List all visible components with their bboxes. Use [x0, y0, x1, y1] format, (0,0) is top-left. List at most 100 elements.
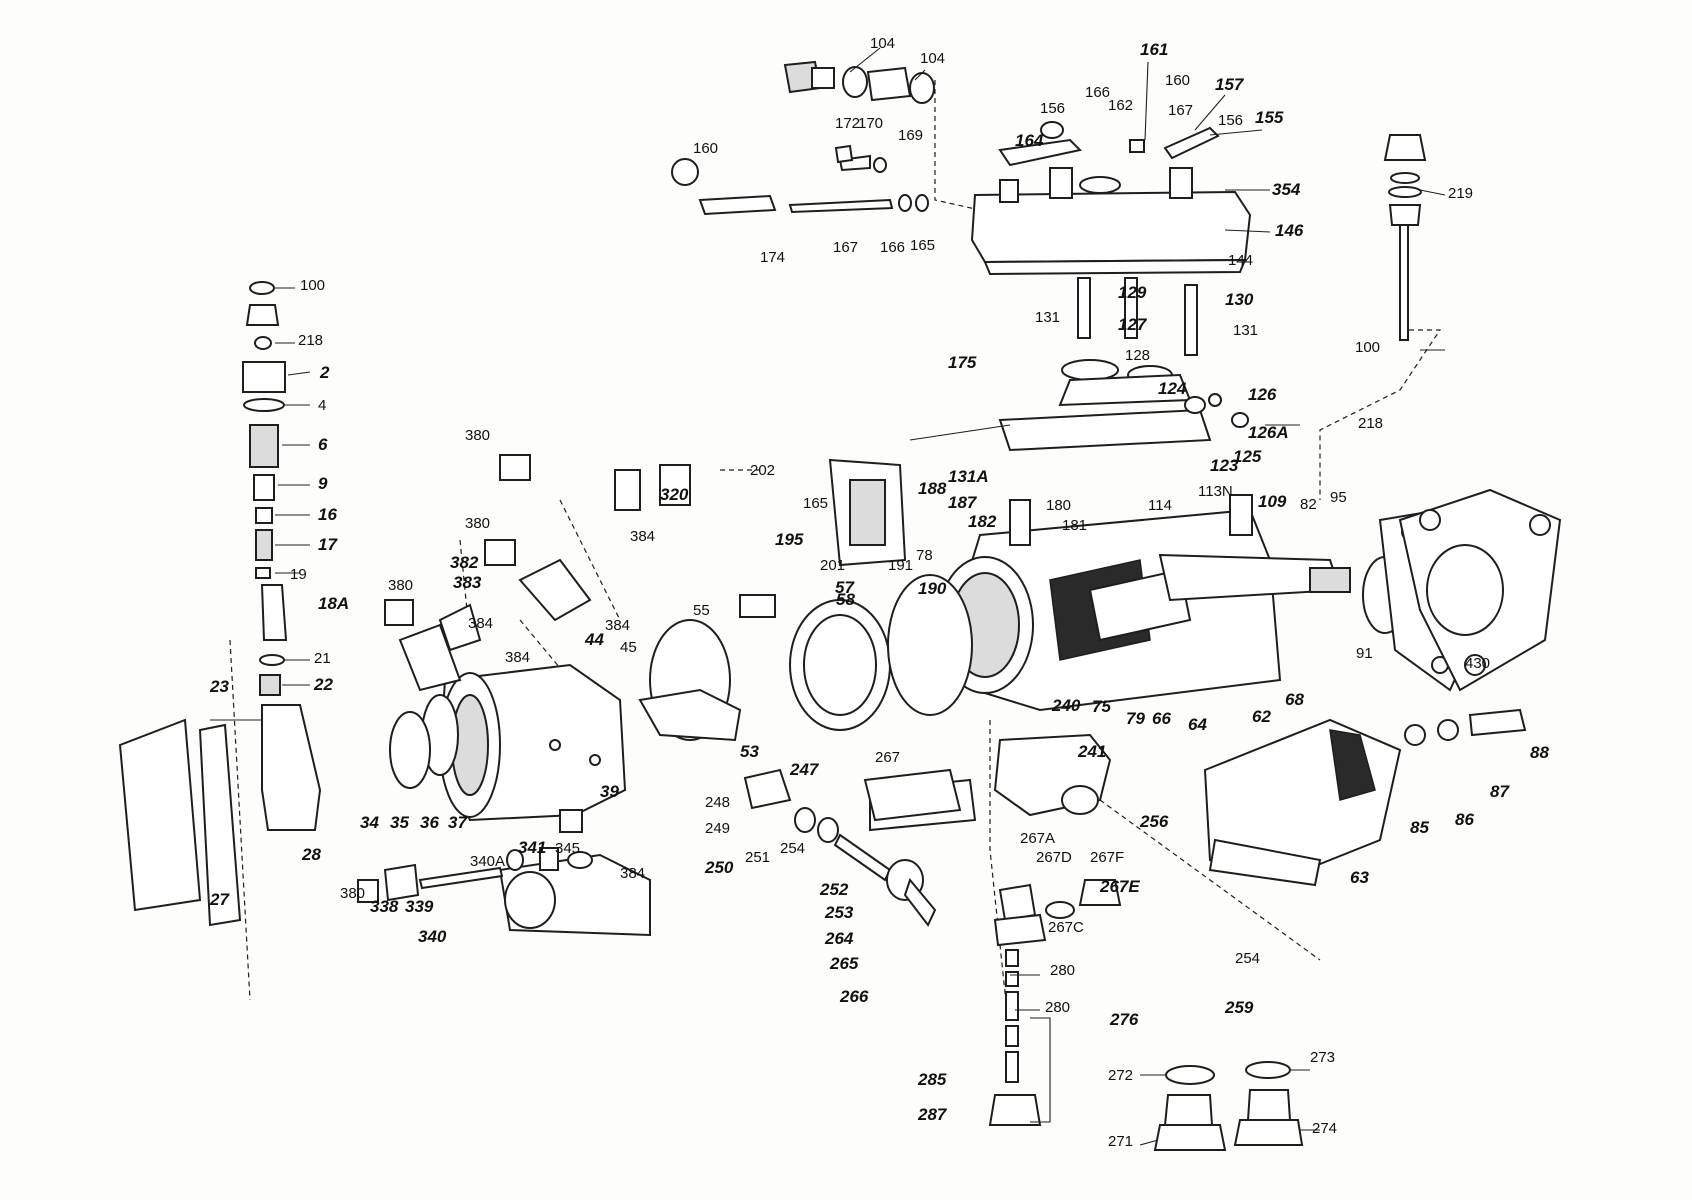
part-label: 384 [505, 649, 530, 666]
part-label: 126 [1248, 385, 1277, 404]
part-label: 155 [1255, 108, 1284, 127]
part-label: 156 [1040, 100, 1065, 117]
part-label: 384 [468, 615, 493, 632]
part-label: 267A [1020, 830, 1055, 847]
part-label: 267 [875, 749, 900, 766]
part-label: 104 [920, 50, 945, 67]
part-label: 104 [870, 35, 895, 52]
part-label: 191 [888, 557, 913, 574]
part-label: 166 [880, 239, 905, 256]
part-label: 2 [319, 363, 330, 382]
part-label: 218 [1358, 415, 1383, 432]
part-label: 34 [360, 813, 379, 832]
part-label: 100 [300, 277, 325, 294]
part-label: 165 [910, 237, 935, 254]
part-label: 146 [1275, 221, 1304, 240]
part-label: 382 [450, 553, 479, 572]
part-label: 380 [465, 427, 490, 444]
metering-valve [743, 768, 937, 927]
part-label: 201 [820, 557, 845, 574]
part-label: 430 [1465, 655, 1490, 672]
part-label: 174 [760, 249, 785, 266]
part-label: 16 [318, 505, 337, 524]
stop-lever-screw [1383, 134, 1427, 341]
part-label: 82 [1300, 496, 1317, 513]
throttle-shaft [671, 144, 929, 216]
part-label: 95 [1330, 489, 1347, 506]
part-label: 35 [390, 813, 409, 832]
part-label: 250 [704, 858, 734, 877]
part-label: 248 [705, 794, 730, 811]
part-label: 68 [1285, 690, 1304, 709]
part-label: 380 [465, 515, 490, 532]
part-label: 182 [968, 512, 997, 531]
part-label: 383 [453, 573, 482, 592]
part-label: 247 [789, 760, 820, 779]
part-label: 22 [313, 675, 333, 694]
part-label: 338 [370, 897, 399, 916]
part-label: 160 [1165, 72, 1190, 89]
part-label: 259 [1224, 998, 1254, 1017]
part-label: 172 [835, 115, 860, 132]
part-label: 175 [948, 353, 977, 372]
part-label: 267D [1036, 849, 1072, 866]
part-label: 62 [1252, 707, 1271, 726]
part-label: 21 [314, 650, 331, 667]
part-label: 36 [420, 813, 439, 832]
flange-gasket [1398, 488, 1562, 692]
part-label: 131A [948, 467, 989, 486]
pump-housing [936, 494, 1351, 712]
part-label: 285 [917, 1070, 947, 1089]
part-label: 169 [898, 127, 923, 144]
part-label: 274 [1312, 1120, 1337, 1137]
part-label: 190 [918, 579, 947, 598]
part-label: 79 [1126, 709, 1145, 728]
part-label: 19 [290, 566, 307, 583]
part-label: 78 [916, 547, 933, 564]
part-label: 345 [555, 840, 580, 857]
part-label: 280 [1050, 962, 1075, 979]
part-label: 384 [620, 865, 645, 882]
part-label: 264 [824, 929, 854, 948]
part-label: 266 [839, 987, 869, 1006]
part-label: 180 [1046, 497, 1071, 514]
part-label: 44 [584, 630, 604, 649]
governor-linkage [909, 277, 1249, 452]
part-label: 53 [740, 742, 759, 761]
part-label: 100 [1355, 339, 1380, 356]
part-label: 85 [1410, 818, 1429, 837]
part-label: 202 [750, 462, 775, 479]
part-label: 340A [470, 853, 505, 870]
part-label: 249 [705, 820, 730, 837]
part-label: 75 [1092, 697, 1111, 716]
part-label: 181 [1062, 517, 1087, 534]
part-label: 28 [301, 845, 321, 864]
part-label: 45 [620, 639, 637, 656]
outlet-fittings [357, 454, 691, 903]
part-label: 27 [209, 890, 230, 909]
part-label: 131 [1035, 309, 1060, 326]
part-label: 271 [1108, 1133, 1133, 1150]
part-label: 6 [318, 435, 328, 454]
part-label: 273 [1310, 1049, 1335, 1066]
part-label: 341 [518, 838, 546, 857]
part-label: 114 [1148, 497, 1172, 514]
part-label: 254 [780, 840, 805, 857]
part-label: 64 [1188, 715, 1207, 734]
part-label: 157 [1215, 75, 1245, 94]
part-label: 128 [1125, 347, 1150, 364]
part-label: 166 [1085, 84, 1110, 101]
part-label: 129 [1118, 283, 1147, 302]
part-label: 340 [418, 927, 447, 946]
part-label: 267C [1048, 919, 1084, 936]
part-label: 125 [1233, 447, 1262, 466]
part-label: 87 [1490, 782, 1510, 801]
part-label: 256 [1139, 812, 1169, 831]
part-label: 384 [605, 617, 630, 634]
callout-leaders [275, 47, 1446, 1146]
part-label: 109 [1258, 492, 1287, 511]
part-label: 384 [630, 528, 655, 545]
part-label: 380 [388, 577, 413, 594]
